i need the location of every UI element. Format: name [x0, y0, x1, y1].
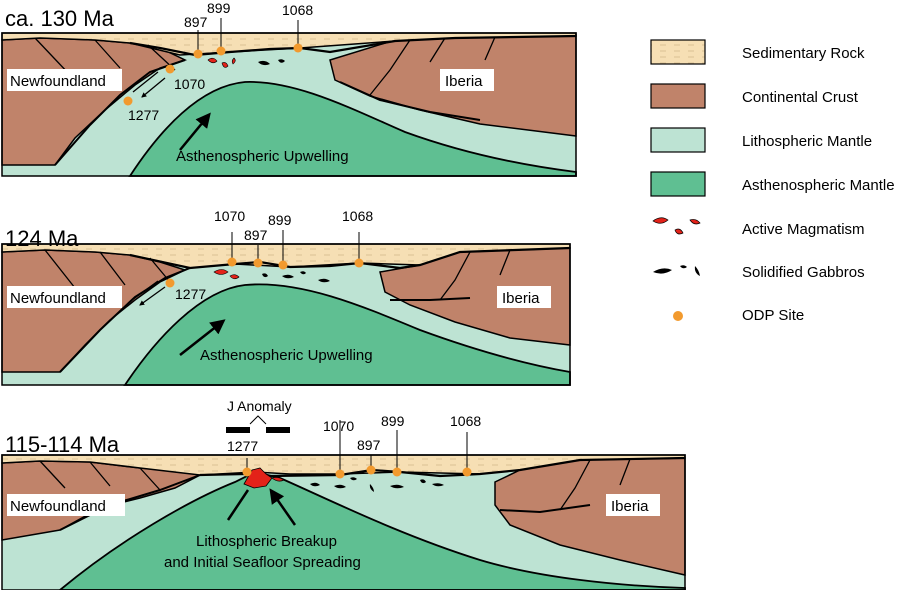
lithospheric-mantle-swatch	[650, 127, 706, 153]
odp-site-1068	[354, 258, 364, 268]
site-label-897: 897	[357, 437, 381, 453]
breakup-label-line2: and Initial Seafloor Spreading	[164, 554, 361, 571]
panel-130ma: ca. 130 Ma 897 899 1068 1070 1277 Newfou…	[1, 0, 577, 177]
legend-item-asthenospheric-mantle: Asthenospheric Mantle	[650, 171, 895, 197]
asthenospheric-mantle-swatch	[650, 171, 706, 197]
detachment-fault	[54, 59, 186, 166]
legend-item-solidified-gabbros: Solidified Gabbros	[653, 264, 865, 281]
newfoundland-label: Newfoundland	[10, 73, 106, 90]
shear-arrows	[131, 280, 166, 305]
site-label-1070: 1070	[323, 418, 354, 434]
panel-124ma: 124 Ma 1070 897 899 1068 1277 Newfoundla…	[1, 208, 571, 386]
site-label-899: 899	[207, 0, 231, 16]
continental-crust-swatch	[650, 83, 706, 109]
j-anomaly-label: J Anomaly	[227, 398, 292, 414]
asthenospheric-mantle-area	[128, 81, 577, 177]
site-label-1277: 1277	[175, 286, 206, 302]
odp-site-1070	[227, 257, 237, 267]
legend-label: Continental Crust	[742, 89, 859, 106]
site-label-899: 899	[268, 212, 292, 228]
iberia-label: Iberia	[445, 73, 483, 90]
odp-site-1277	[123, 96, 133, 106]
fault-lines	[34, 36, 496, 96]
solidified-gabbros-symbol	[653, 265, 700, 276]
j-anomaly-bar-left	[226, 427, 250, 433]
site-leader-lines	[246, 420, 468, 474]
site-label-1070: 1070	[174, 76, 205, 92]
fault-lines	[39, 458, 631, 511]
active-magmatism-symbol	[652, 217, 701, 235]
site-label-1070: 1070	[214, 208, 245, 224]
upwelling-arrow	[179, 319, 226, 356]
detachment-fault	[59, 474, 201, 531]
legend-item-lithospheric-mantle: Lithospheric Mantle	[650, 127, 872, 153]
basement-surface	[129, 34, 577, 57]
site-label-897: 897	[184, 14, 208, 30]
site-label-1068: 1068	[342, 208, 373, 224]
solidified-gabbros-shapes	[262, 271, 330, 283]
asthenospheric-mantle-area	[58, 471, 686, 590]
basement-surface	[199, 456, 686, 478]
upwelling-label: Asthenospheric Upwelling	[176, 148, 349, 165]
odp-site-1068	[462, 467, 472, 477]
iberia-label: Iberia	[502, 290, 540, 307]
odp-site-1070	[335, 469, 345, 479]
odp-site-1277	[242, 467, 252, 477]
site-label-1277: 1277	[227, 438, 258, 454]
sedimentary-rock-swatch	[650, 39, 706, 65]
site-leader-lines	[231, 230, 360, 265]
asthenospheric-mantle-area	[123, 283, 571, 386]
right-detachment	[390, 297, 471, 301]
legend-item-sedimentary-rock: Sedimentary Rock	[650, 39, 865, 65]
site-label-1068: 1068	[450, 413, 481, 429]
newfoundland-label: Newfoundland	[10, 498, 106, 515]
legend-item-odp-site: ODP Site	[673, 307, 804, 324]
fault-lines	[44, 249, 511, 301]
active-magmatism-shapes	[207, 57, 236, 68]
legend-label: Solidified Gabbros	[742, 264, 865, 281]
site-label-1277: 1277	[128, 107, 159, 123]
odp-site-1277	[165, 278, 175, 288]
basement-surface	[129, 246, 571, 270]
legend-label: Asthenospheric Mantle	[742, 177, 895, 194]
odp-site-1068	[293, 43, 303, 53]
odp-site-symbol	[673, 311, 683, 321]
solidified-gabbros-shapes	[258, 59, 285, 66]
legend-item-continental-crust: Continental Crust	[650, 83, 859, 109]
odp-site-1070	[165, 64, 175, 74]
j-anomaly-bracket	[249, 415, 267, 425]
newfoundland-label: Newfoundland	[10, 290, 106, 307]
odp-site-897	[253, 258, 263, 268]
j-anomaly-bar-right	[266, 427, 290, 433]
odp-site-899	[392, 467, 402, 477]
breakup-arrows	[226, 490, 297, 526]
odp-site-897	[366, 465, 376, 475]
legend-label: Active Magmatism	[742, 221, 865, 238]
panel-title: ca. 130 Ma	[5, 6, 115, 31]
site-label-899: 899	[381, 413, 405, 429]
panel-title: 115-114 Ma	[5, 432, 120, 457]
breakup-label-line1: Lithospheric Breakup	[196, 533, 337, 550]
legend-label: Lithospheric Mantle	[742, 133, 872, 150]
legend: Sedimentary Rock Continental Crust Litho…	[650, 39, 895, 324]
odp-site-897	[193, 49, 203, 59]
detachment-fault	[59, 267, 191, 373]
iberia-label: Iberia	[611, 498, 649, 515]
active-magmatism-shapes	[213, 269, 240, 280]
right-detachment	[339, 81, 481, 121]
legend-label: Sedimentary Rock	[742, 45, 865, 62]
right-detachment	[499, 504, 591, 514]
legend-label: ODP Site	[742, 307, 804, 324]
upwelling-label: Asthenospheric Upwelling	[200, 347, 373, 364]
odp-site-899	[278, 260, 288, 270]
shear-arrows	[132, 71, 166, 97]
site-label-897: 897	[244, 227, 268, 243]
legend-item-active-magmatism: Active Magmatism	[652, 217, 865, 238]
panel-115-114ma: 115-114 Ma J Anomaly 1277 1070 897 899 1…	[1, 398, 686, 590]
panel-title: 124 Ma	[5, 226, 79, 251]
upwelling-arrow	[179, 112, 211, 151]
site-label-1068: 1068	[282, 2, 313, 18]
odp-site-899	[216, 46, 226, 56]
